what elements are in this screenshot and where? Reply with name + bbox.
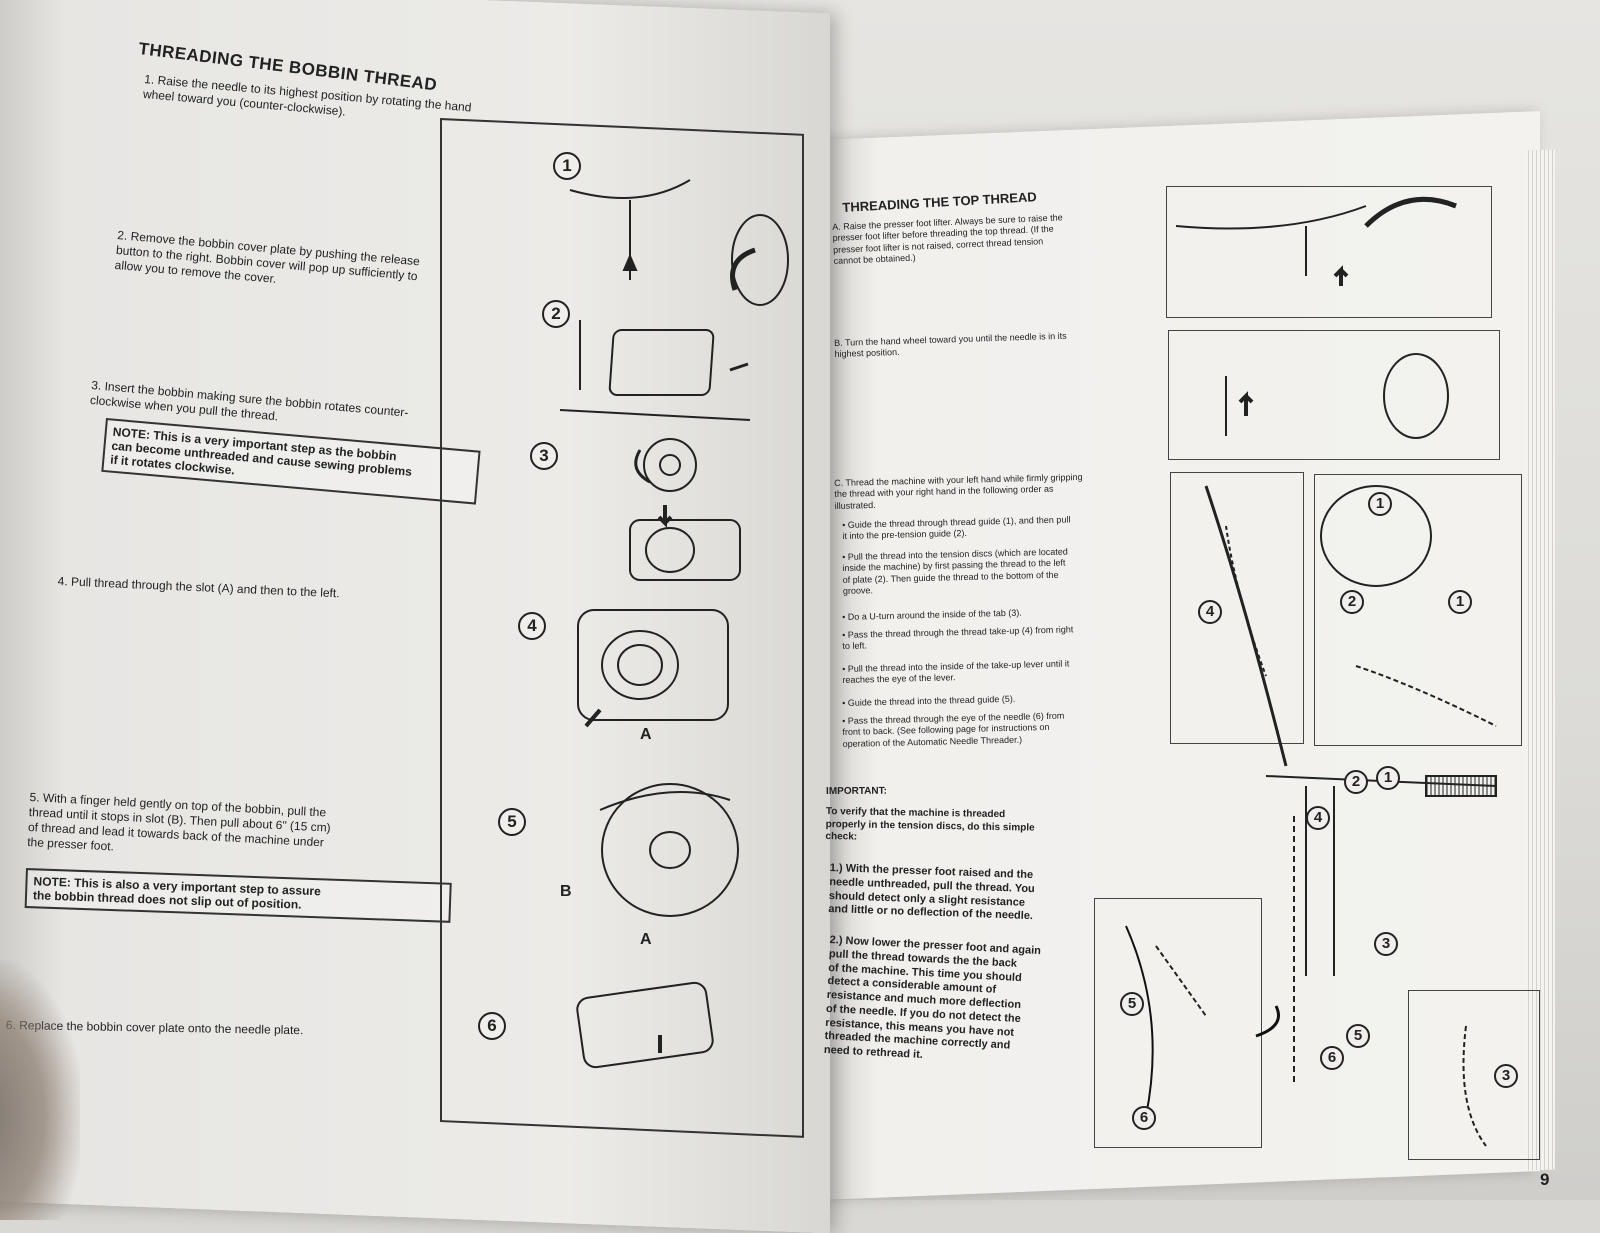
figure-number-2: 2 [542, 300, 570, 328]
figure-a-presser-foot [1166, 186, 1492, 318]
top-figure-number-4: 4 [1198, 600, 1222, 624]
note-2-text: NOTE: This is also a very important step… [32, 874, 322, 912]
figure-c-take-up [1170, 472, 1304, 744]
figure-number-4: 4 [518, 612, 546, 640]
top-figure-number-1b: 1 [1448, 590, 1472, 614]
top-figure-number-2b: 2 [1344, 770, 1368, 794]
needle-figure-number-5: 5 [1120, 992, 1144, 1016]
top-figure-number-3: 3 [1374, 932, 1398, 956]
bullet-2-text: Pull the thread into the tension discs (… [842, 546, 1068, 596]
bullet-1-text: Guide the thread through thread guide (1… [842, 514, 1071, 542]
figure-number-1: 1 [553, 152, 581, 180]
figure-number-6: 6 [478, 1012, 506, 1040]
figure-tab-detail [1408, 990, 1540, 1160]
important-intro: To verify that the machine is threaded p… [825, 806, 1035, 843]
top-thread-illustrations [1125, 196, 1497, 1147]
thumb-shadow [0, 960, 80, 1220]
bullet-4-text: Pass the thread through the thread take-… [842, 624, 1074, 652]
page-number: 9 [1540, 1170, 1550, 1189]
bobbin-illustrations [559, 179, 789, 1069]
bullet-2: • Pull the thread into the tension discs… [842, 546, 1068, 596]
top-figure-number-1c: 1 [1376, 766, 1400, 790]
needle-figure-number-6: 6 [1132, 1106, 1156, 1130]
figure-c-tension-guide [1314, 474, 1522, 746]
bullet-7-text: Pass the thread through the eye of the n… [842, 710, 1065, 749]
top-figure-number-2a: 2 [1340, 590, 1364, 614]
figure-number-3: 3 [530, 442, 558, 470]
bullet-5-text: Pull the thread into the inside of the t… [842, 658, 1070, 686]
important-check-2: 2.) Now lower the presser foot and again… [823, 934, 1042, 1062]
top-figure-number-1a: 1 [1368, 492, 1392, 516]
important-check-1: 1.) With the presser foot raised and the… [828, 862, 1035, 923]
top-figure-number-6: 6 [1320, 1046, 1344, 1070]
fig5-label-b: B [560, 883, 572, 900]
fig4-label-a: A [640, 726, 652, 743]
tab-figure-number-3: 3 [1494, 1064, 1518, 1088]
top-figure-number-4b: 4 [1306, 806, 1330, 830]
top-figure-number-5: 5 [1346, 1024, 1370, 1048]
figure-needle-eye [1094, 898, 1262, 1148]
fig5-label-a: A [640, 931, 652, 948]
important-heading: IMPORTANT: [826, 785, 887, 797]
figure-number-5: 5 [498, 808, 526, 836]
figure-b-hand-wheel [1168, 330, 1500, 460]
